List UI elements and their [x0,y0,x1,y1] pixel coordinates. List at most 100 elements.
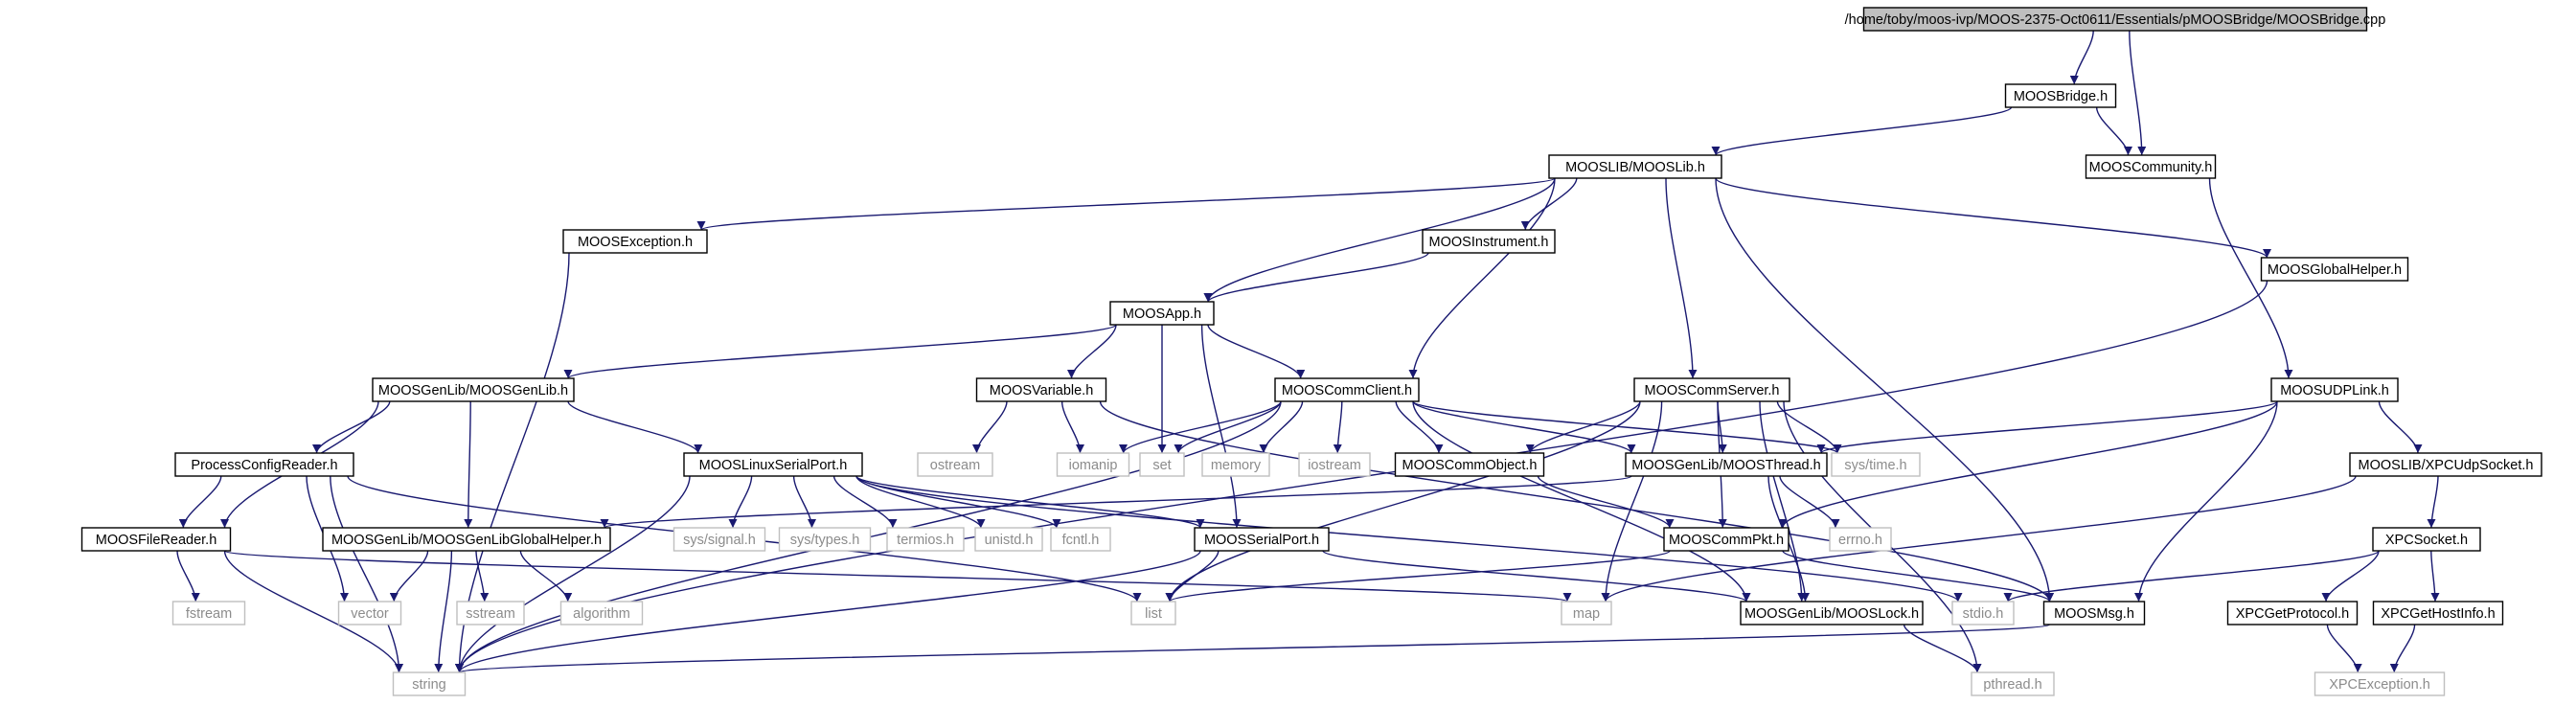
node-moosudplink_h[interactable]: MOOSUDPLink.h [2270,377,2399,402]
edge-moosfilereader_h-to-string [223,550,403,673]
edge-mooslib_h-to-moosexception_h [697,177,1556,231]
edge-moosudplink_h-to-moosmsg_h [2134,400,2278,603]
node-moosgenlib_h[interactable]: MOOSGenLib/MOOSGenLib.h [372,377,575,402]
node-mooserialport_h[interactable]: MOOSSerialPort.h [1194,527,1330,552]
edge-mooserialport_h-to-mooslock_h [1322,550,1751,603]
node-label: fstream [186,606,232,622]
edge-xpcsocket_h-to-stdio_h [2003,550,2380,603]
node-box [174,452,354,477]
node-label: unistd.h [985,533,1034,548]
node-label: MOOSBridge.h [2014,89,2108,104]
node-mooscommclient_h[interactable]: MOOSCommClient.h [1274,377,1420,402]
node-box [456,601,525,625]
node-mooscommunity_h[interactable]: MOOSCommunity.h [2085,154,2217,179]
node-systypes_h: sys/types.h [778,527,872,552]
node-box [372,377,575,402]
node-box [1050,527,1111,552]
node-box [1625,452,1828,477]
node-xpcgetprotocol_h[interactable]: XPCGetProtocol.h [2226,601,2359,625]
node-fstream: fstream [171,601,246,625]
node-box [1201,452,1270,477]
nodes-layer: /home/toby/moos-ivp/MOOS-2375-Oct0611/Es… [80,7,2542,696]
node-xpcsocket_h[interactable]: XPCSocket.h [2372,527,2481,552]
node-moosgenlibglobalhelper_h[interactable]: MOOSGenLib/MOOSGenLibGlobalHelper.h [322,527,611,552]
node-box [1274,377,1420,402]
node-box [1548,154,1722,179]
node-systime_h: sys/time.h [1831,452,1921,477]
node-moosglobalhelper_h[interactable]: MOOSGlobalHelper.h [2260,257,2409,282]
edge-moosvariable_h-to-ostream [972,400,1008,454]
edge-moosapp_h-to-moosvariable_h [1067,324,1117,379]
edge-mooscommpkt_h-to-list [1165,550,1671,603]
node-map: map [1561,601,1612,625]
node-label: MOOSCommunity.h [2089,160,2213,175]
node-label: termios.h [897,533,954,548]
node-label: MOOSGenLib/MOOSGenLib.h [378,383,568,398]
node-label: XPCGetHostInfo.h [2381,606,2495,622]
edge-mooscommserver_h-to-list [1165,400,1641,603]
node-box [1633,377,1790,402]
node-processconfigreader_h[interactable]: ProcessConfigReader.h [174,452,354,477]
node-mooslinuxserialport_h[interactable]: MOOSLinuxSerialPort.h [683,452,863,477]
node-mooslock_h[interactable]: MOOSGenLib/MOOSLock.h [1740,601,1924,625]
node-moosfilereader_h[interactable]: MOOSFileReader.h [80,527,232,552]
node-box [1394,452,1545,477]
edge-mooscommpkt_h-to-moosmsg_h [1782,550,2054,603]
edge-mooscommobject_h-to-mooscommpkt_h [1537,475,1675,529]
node-algorithm: algorithm [559,601,644,625]
node-label: fcntl.h [1062,533,1100,548]
node-box [683,452,863,477]
node-moosthread_h[interactable]: MOOSGenLib/MOOSThread.h [1625,452,1828,477]
node-xpcgethostinfo_h[interactable]: XPCGetHostInfo.h [2372,601,2504,625]
node-label: MOOSCommObject.h [1402,458,1538,473]
node-mooscommpkt_h[interactable]: MOOSCommPkt.h [1663,527,1790,552]
node-box [322,527,611,552]
edge-mooslinuxserialport_h-to-unistd_h [855,475,986,529]
node-box [1740,601,1924,625]
edge-mooslib_h-to-moosglobalhelper_h [1715,177,2271,259]
node-label: MOOSGenLib/MOOSLock.h [1744,606,1919,622]
node-box [2372,601,2504,625]
node-label: errno.h [1838,533,1882,548]
node-moosapp_h[interactable]: MOOSApp.h [1109,301,1215,326]
edge-mooslib_h-to-mooscommserver_h [1665,177,1698,379]
edge-mooslinuxserialport_h-to-systypes_h [792,475,816,529]
node-label: XPCSocket.h [2385,533,2468,548]
node-moosvariable_h[interactable]: MOOSVariable.h [975,377,1107,402]
edge-xpcgethostinfo_h-to-xpcexception_h [2389,624,2416,673]
edge-xpcsocket_h-to-xpcgethostinfo_h [2430,550,2440,603]
edge-moosgenlibglobalhelper_h-to-string [434,550,453,673]
node-ostream: ostream [917,452,993,477]
node-mooscommobject_h[interactable]: MOOSCommObject.h [1394,452,1545,477]
edge-moosmsg_h-to-string [456,624,2051,673]
node-label: MOOSVariable.h [990,383,1094,398]
node-label: list [1145,606,1162,622]
node-xpcudpsocket_h[interactable]: MOOSLIB/XPCUdpSocket.h [2349,452,2542,477]
node-moosinstrument_h[interactable]: MOOSInstrument.h [1422,229,1556,254]
node-label: pthread.h [1983,677,2041,693]
node-box [2314,671,2446,696]
node-moosexception_h[interactable]: MOOSException.h [562,229,708,254]
node-box [1056,452,1130,477]
edge-moosgenlibglobalhelper_h-to-vector [389,550,429,603]
node-mooscommserver_h[interactable]: MOOSCommServer.h [1633,377,1790,402]
node-label: MOOSGenLib/MOOSThread.h [1631,458,1820,473]
node-unistd_h: unistd.h [974,527,1043,552]
edge-mooscommclient_h-to-moosthread_h [1412,400,1636,454]
edge-mooslinuxserialport_h-to-syssignal_h [728,475,753,529]
node-moosmsg_h[interactable]: MOOSMsg.h [2042,601,2146,625]
edge-mooscommserver_h-to-mooslock_h [1759,400,1807,603]
node-box [1829,527,1892,552]
edge-mooslock_h-to-pthread_h [1903,624,1982,673]
node-box [562,229,708,254]
node-box [974,527,1043,552]
node-box [2042,601,2146,625]
node-box [2226,601,2359,625]
edge-moosudplink_h-to-mooscommpkt_h [1778,400,2278,529]
node-label: set [1152,458,1171,473]
node-root[interactable]: /home/toby/moos-ivp/MOOS-2375-Oct0611/Es… [1845,7,2386,32]
edge-mooscommclient_h-to-memory [1259,400,1304,454]
node-mooslib_h[interactable]: MOOSLIB/MOOSLib.h [1548,154,1722,179]
node-moosbridge_h[interactable]: MOOSBridge.h [2004,83,2117,108]
